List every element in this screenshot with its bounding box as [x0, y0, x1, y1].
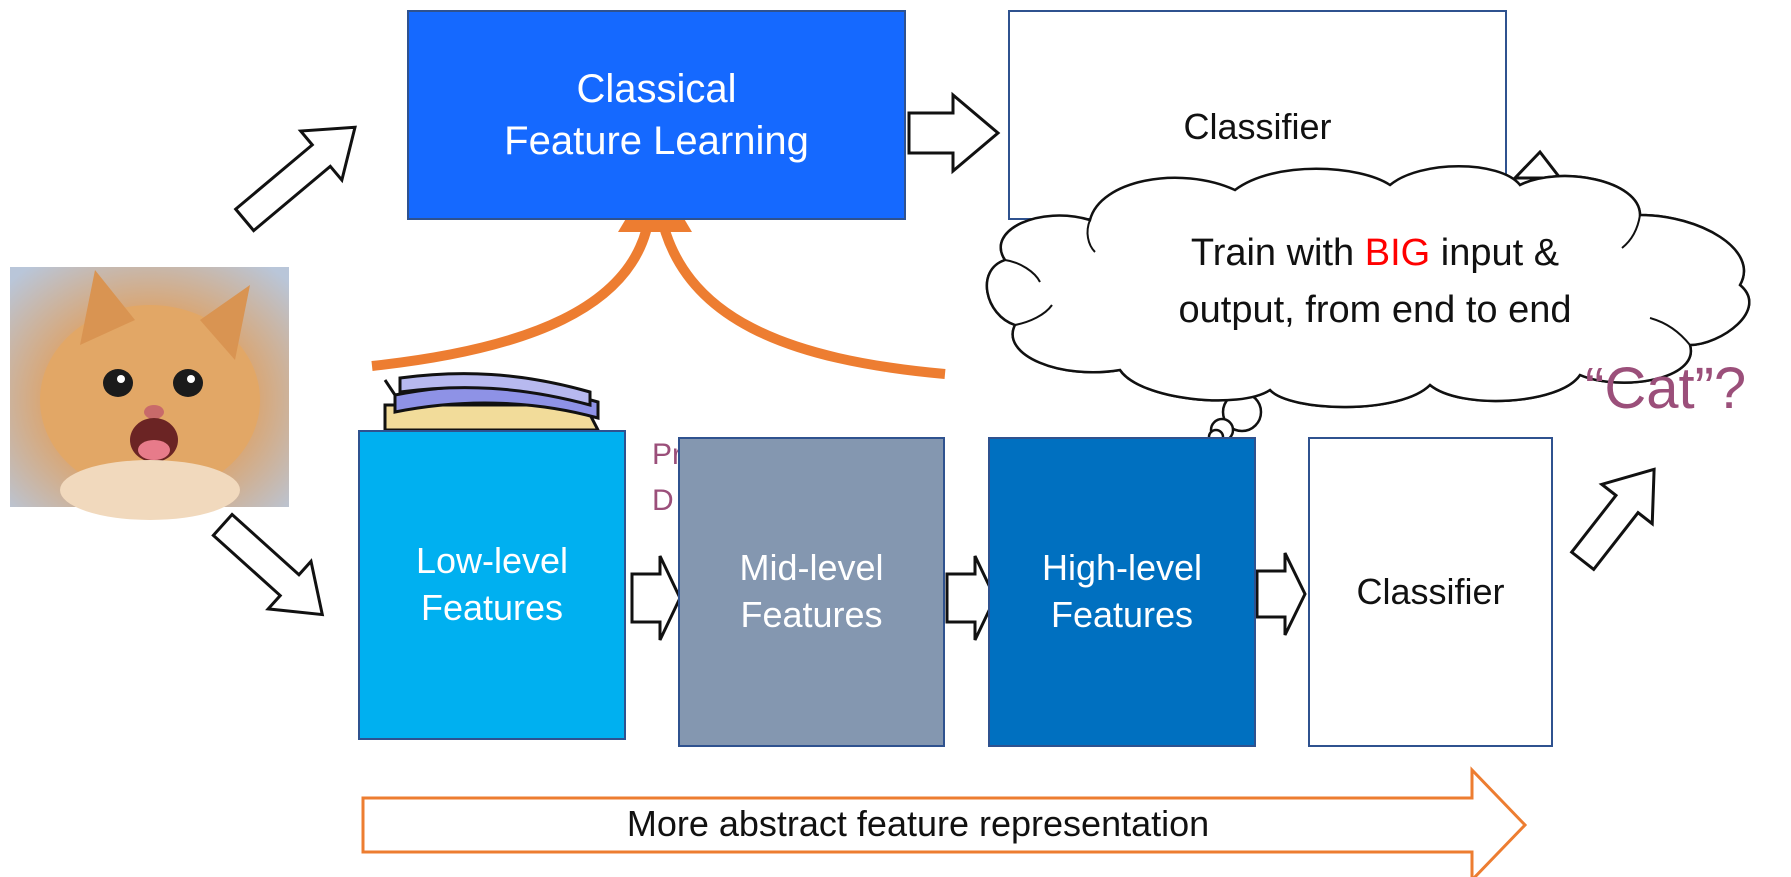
cat-image [10, 267, 289, 520]
arrow-to-low-level-icon [211, 512, 325, 617]
cloud-text-line2: output, from end to end [1178, 289, 1572, 331]
high-level-line2: Features [1050, 594, 1194, 635]
cloud-text: Train with BIG input & output, from end … [1095, 225, 1655, 339]
cloud-text-part2: input & [1430, 232, 1560, 274]
output-label: “Cat”? [1585, 356, 1747, 421]
partial-text-line1: Pr [652, 438, 682, 471]
arrow-high-to-classifier-icon [1255, 552, 1307, 636]
classical-feature-learning-box: Classical Feature Learning [407, 10, 906, 220]
cloud-highlight: BIG [1364, 232, 1431, 274]
books-icon [383, 372, 601, 432]
top-classifier-box: Classifier [1008, 10, 1507, 220]
low-level-line1: Low-level [415, 540, 569, 582]
classical-line2: Feature Learning [504, 119, 809, 163]
partial-text: Pr D [652, 432, 682, 524]
abstraction-arrow-label: More abstract feature representation [626, 803, 1210, 844]
bottom-classifier-box: Classifier [1308, 437, 1553, 747]
high-level-line1: High-level [1041, 547, 1203, 589]
arrow-classical-to-classifier-icon [907, 91, 1001, 175]
partial-text-line2: D [652, 484, 674, 517]
classical-line1: Classical [576, 67, 737, 111]
low-level-features-box: Low-level Features [358, 430, 626, 740]
cloud-text-part1: Train with [1190, 232, 1365, 274]
arrow-top-output-icon [1511, 149, 1564, 180]
mid-level-line2: Features [740, 594, 883, 635]
arrow-to-output-icon [1569, 467, 1656, 572]
mid-level-line1: Mid-level [739, 547, 884, 589]
arrow-to-classical-icon [233, 125, 357, 233]
abstraction-arrow-icon [361, 766, 1528, 877]
high-level-features-box: High-level Features [988, 437, 1256, 747]
arrow-mid-to-high-icon [945, 555, 997, 641]
cloud-text-line1: Train with BIG input & [1095, 225, 1655, 282]
top-classifier-label: Classifier [1183, 106, 1332, 147]
bottom-classifier-label: Classifier [1356, 570, 1505, 612]
arrow-low-to-mid-icon [630, 555, 682, 641]
mid-level-features-box: Mid-level Features [678, 437, 945, 747]
low-level-line2: Features [420, 587, 564, 628]
